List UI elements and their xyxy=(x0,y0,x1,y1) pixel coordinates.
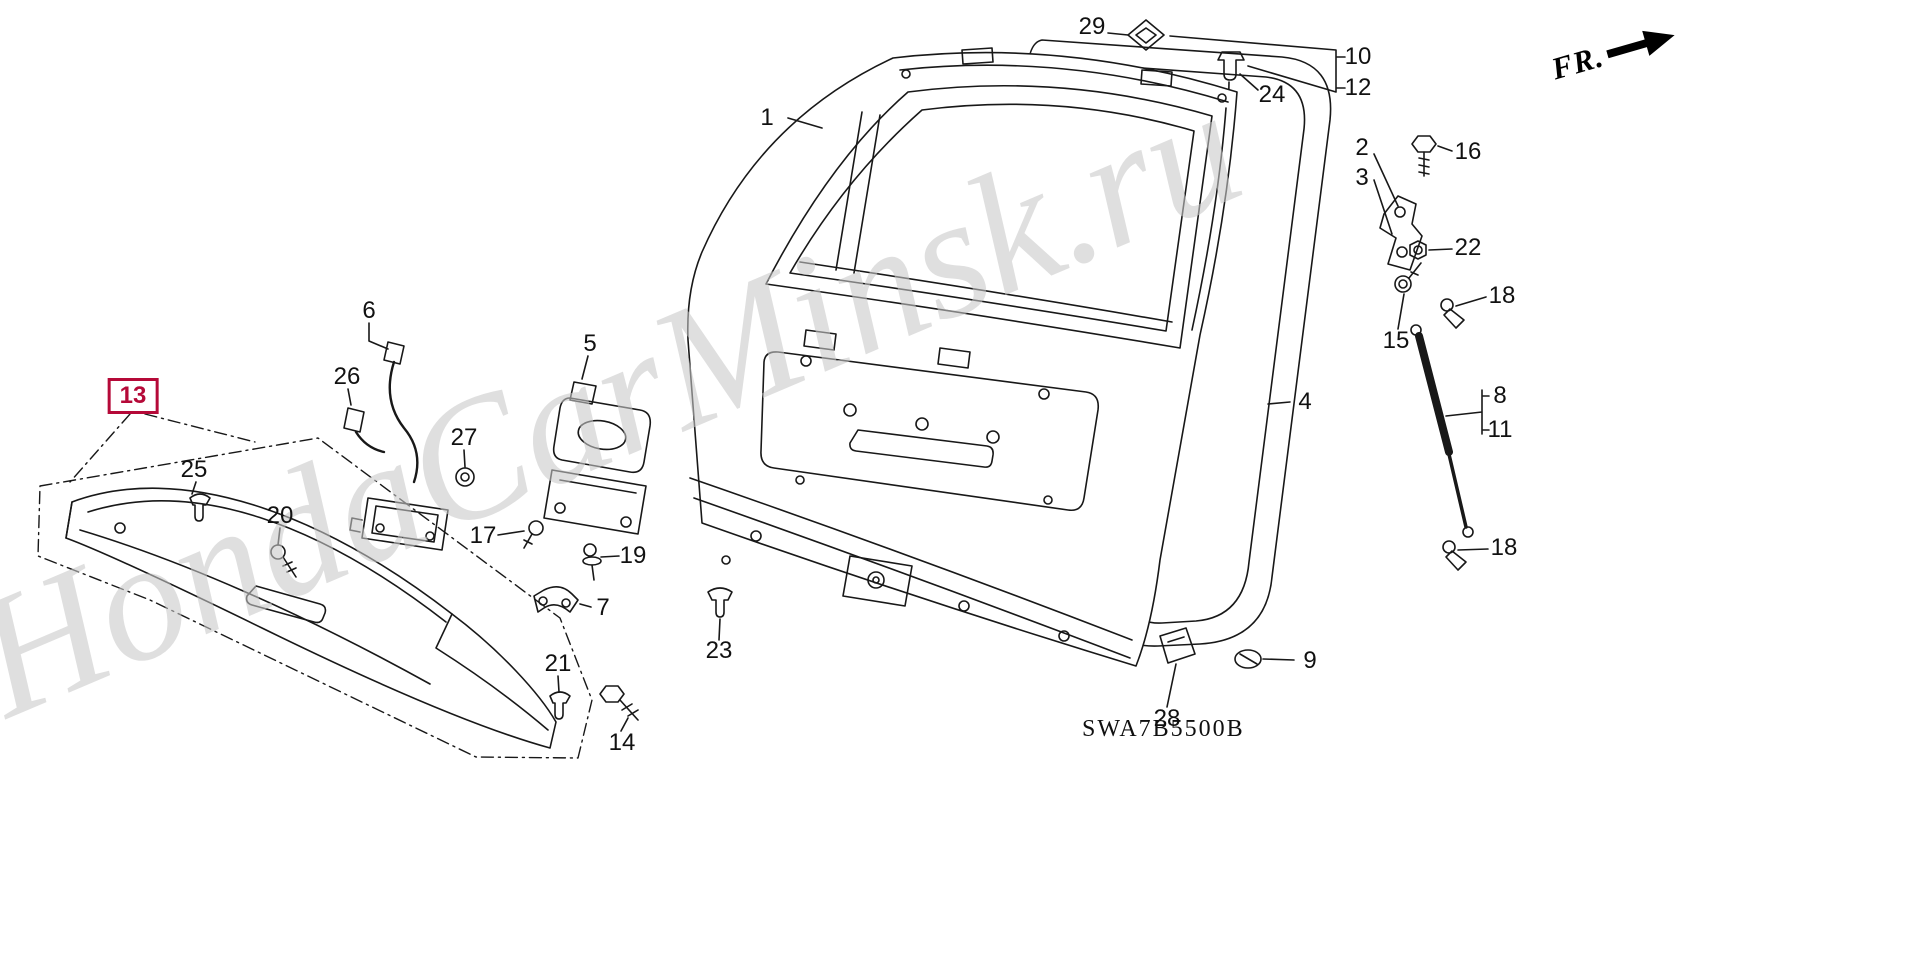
part-label-6[interactable]: 6 xyxy=(362,297,376,324)
part-label-18[interactable]: 18 xyxy=(1488,282,1516,309)
part-label-25[interactable]: 25 xyxy=(180,456,208,483)
part-label-26[interactable]: 26 xyxy=(333,363,361,390)
fr-arrow-icon xyxy=(1606,30,1675,59)
part-7-striker xyxy=(533,586,579,613)
part-6-harness xyxy=(349,341,449,551)
part-23-clip xyxy=(707,587,733,618)
part-label-17[interactable]: 17 xyxy=(469,522,497,549)
part-label-24[interactable]: 24 xyxy=(1258,81,1286,108)
part-label-16[interactable]: 16 xyxy=(1454,138,1482,165)
part-label-21[interactable]: 21 xyxy=(544,650,572,677)
part-19-screw xyxy=(582,543,602,581)
part-9-plug xyxy=(1234,649,1262,669)
part-16-bolt xyxy=(1411,135,1437,177)
part-label-15[interactable]: 15 xyxy=(1382,327,1410,354)
part-label-10[interactable]: 10 xyxy=(1344,43,1372,70)
part-label-5[interactable]: 5 xyxy=(583,330,597,357)
part-label-22[interactable]: 22 xyxy=(1454,234,1482,261)
part-label-19[interactable]: 19 xyxy=(619,542,647,569)
part-label-11[interactable]: 11 xyxy=(1487,416,1513,443)
part-29-grommet xyxy=(1127,19,1165,51)
part-label-29[interactable]: 29 xyxy=(1078,13,1106,40)
part-label-2[interactable]: 2 xyxy=(1355,134,1369,161)
part-27-grommet xyxy=(455,467,475,487)
part-1-tailgate xyxy=(686,47,1238,667)
fr-direction-indicator: FR. xyxy=(1548,17,1684,88)
part-label-4[interactable]: 4 xyxy=(1298,388,1312,415)
part-label-8[interactable]: 8 xyxy=(1493,382,1507,409)
part-label-9[interactable]: 9 xyxy=(1303,647,1317,674)
part-17-bolt xyxy=(523,520,544,549)
part-13-spoiler xyxy=(37,413,593,759)
part-18-ball-stud-lower xyxy=(1442,540,1467,571)
part-label-1[interactable]: 1 xyxy=(760,104,774,131)
part-label-3[interactable]: 3 xyxy=(1355,164,1369,191)
part-14-bolt xyxy=(599,685,639,721)
part-5-opener-unit xyxy=(543,381,652,535)
diagram-code: SWA7B5500B xyxy=(1082,716,1245,742)
part-label-12[interactable]: 12 xyxy=(1344,74,1372,101)
part-28-clip xyxy=(1159,627,1196,664)
part-label-28[interactable]: 28 xyxy=(1153,705,1181,732)
part-20-screw xyxy=(270,544,297,578)
part-21-clip xyxy=(549,691,571,720)
part-label-14[interactable]: 14 xyxy=(608,729,636,756)
part-8-gas-strut xyxy=(1410,324,1474,538)
part-18-ball-stud-upper xyxy=(1440,298,1465,329)
part-25-clip xyxy=(189,493,211,522)
leader-lines xyxy=(191,32,1490,732)
part-label-27[interactable]: 27 xyxy=(450,424,478,451)
part-15-bolt xyxy=(1394,262,1422,293)
part-label-13[interactable]: 13 xyxy=(107,378,159,414)
part-label-20[interactable]: 20 xyxy=(266,502,294,529)
part-label-23[interactable]: 23 xyxy=(705,637,733,664)
part-label-7[interactable]: 7 xyxy=(596,594,610,621)
part-label-18[interactable]: 18 xyxy=(1490,534,1518,561)
part-26-connector xyxy=(343,407,386,454)
part-22-nut xyxy=(1409,240,1427,260)
